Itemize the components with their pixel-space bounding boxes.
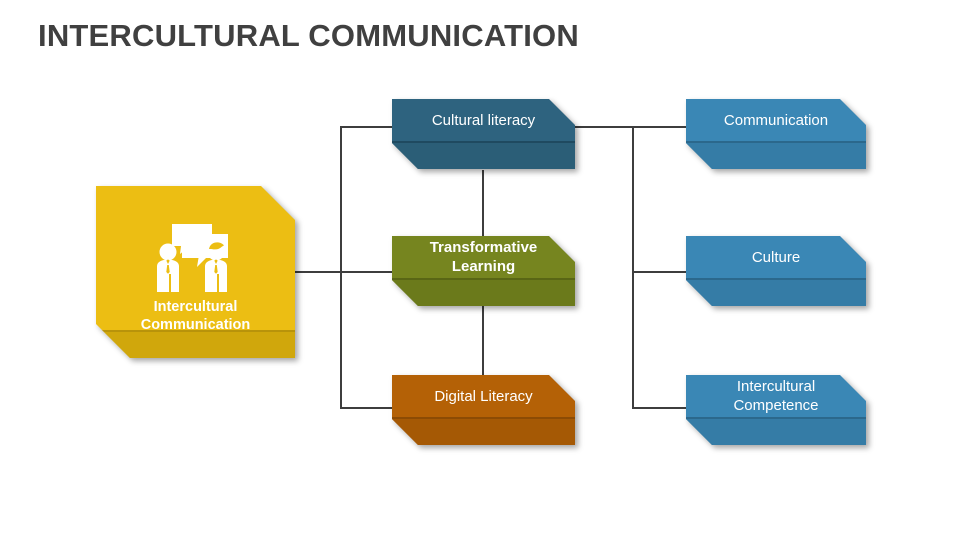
node-label: Culture (751, 248, 801, 266)
connector-cultural-to-transformative (482, 170, 484, 238)
connector-trunk-to-communication (632, 126, 687, 128)
node-shape (392, 99, 575, 169)
two-people-conversation-icon (96, 206, 295, 310)
node-intercultural-competence[interactable]: Intercultural Competence (686, 375, 866, 445)
node-ledge-line (96, 330, 295, 332)
node-label-line2: Competence (733, 397, 819, 414)
node-ledge-line (392, 278, 575, 280)
node-shape (686, 99, 866, 169)
node-ledge (392, 419, 575, 445)
connector-right-trunk (632, 126, 634, 408)
node-ledge-line (686, 141, 866, 143)
node-communication[interactable]: Communication (686, 99, 866, 169)
node-culture[interactable]: Culture (686, 236, 866, 306)
node-label: Digital Literacy (434, 387, 533, 405)
node-label-line1: Intercultural (153, 298, 238, 315)
node-ledge (686, 419, 866, 445)
node-ledge-line (392, 141, 575, 143)
node-label-line2: Learning (451, 258, 516, 275)
node-label: Intercultural Communication (96, 298, 295, 358)
connector-transformative-to-digital (482, 306, 484, 376)
connector-trunk-to-cultural-literacy (340, 126, 394, 128)
node-label-line1: Transformative (429, 239, 538, 257)
node-label: Transformative Learning (392, 236, 575, 280)
node-ledge-line (686, 417, 866, 419)
node-ledge (96, 332, 295, 358)
connector-hero-to-trunk (295, 271, 342, 273)
node-shape (96, 186, 295, 358)
connector-trunk-to-culture (632, 271, 687, 273)
node-label: Cultural literacy (431, 111, 536, 129)
node-shape (686, 375, 866, 445)
node-transformative-learning[interactable]: Transformative Learning (392, 236, 575, 306)
node-ledge-line (686, 278, 866, 280)
connector-trunk-to-intercultural-competence (632, 407, 687, 409)
node-intercultural-communication[interactable]: Intercultural Communication (96, 186, 295, 358)
connector-trunk-to-digital-literacy (340, 407, 394, 409)
connector-left-trunk (340, 127, 342, 408)
node-cultural-literacy[interactable]: Cultural literacy (392, 99, 575, 169)
node-label: Intercultural Competence (686, 375, 866, 419)
node-ledge (392, 280, 575, 306)
node-shape (686, 236, 866, 306)
node-label-line1: Intercultural (736, 378, 816, 396)
node-shape (392, 236, 575, 306)
node-shape (392, 375, 575, 445)
node-label: Communication (723, 111, 829, 129)
connector-trunk-to-transformative-learning (340, 271, 394, 273)
node-digital-literacy[interactable]: Digital Literacy (392, 375, 575, 445)
page-title: INTERCULTURAL COMMUNICATION (38, 18, 579, 53)
node-ledge-line (392, 417, 575, 419)
node-label-line2: Communication (140, 317, 251, 333)
node-face (96, 186, 295, 358)
node-ledge (686, 143, 866, 169)
node-ledge (686, 280, 866, 306)
connector-cultural-literacy-to-right-trunk (574, 126, 634, 128)
node-ledge (392, 143, 575, 169)
